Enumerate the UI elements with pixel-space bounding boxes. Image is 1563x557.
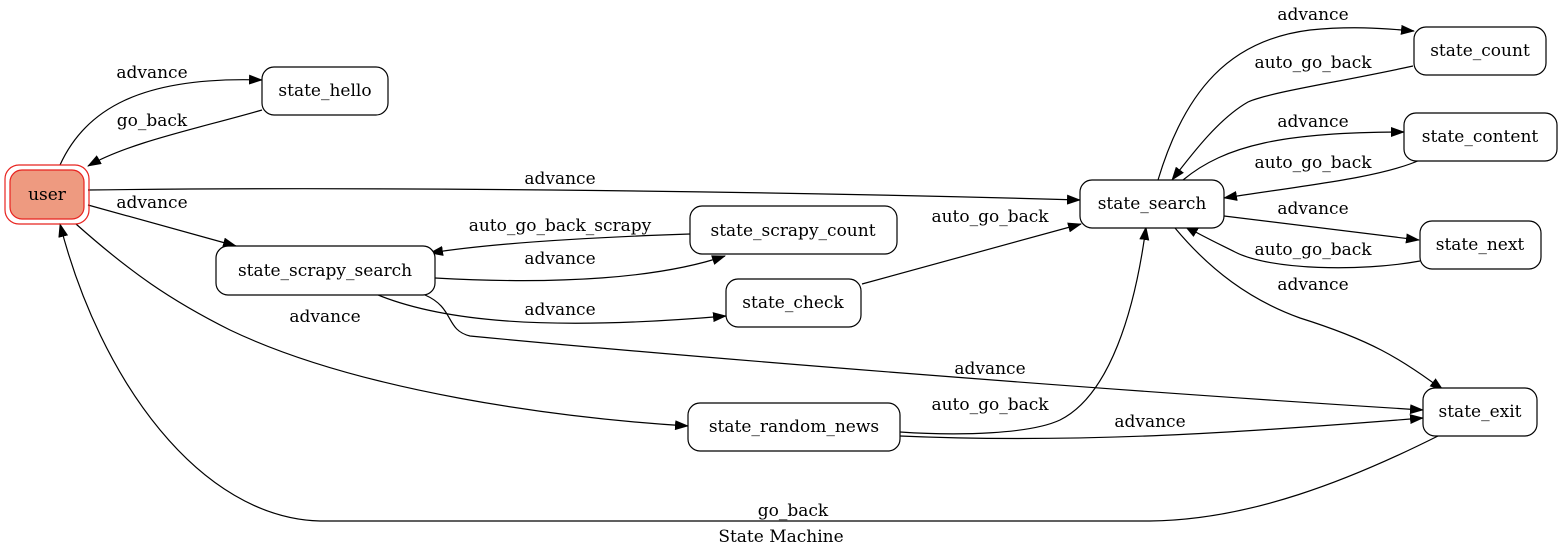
edge-user-to-state-scrapy-search: advance [87,193,237,248]
edge-label: advance [1114,412,1185,432]
node-label: state_next [1436,235,1525,255]
edge-path [1223,215,1420,244]
edge-path [87,204,237,248]
edge-path [1174,227,1444,391]
node-outer-ring [4,164,90,225]
edge-label: advance [524,300,595,320]
edge-label: advance [289,307,360,327]
node-box [1419,220,1542,270]
node-box [689,205,898,255]
node-state-hello: state_hello [261,66,389,116]
edge-label: auto_go_back [1254,240,1372,260]
node-box [1413,26,1547,76]
node-state-next: state_next [1419,220,1542,270]
edge-label: advance [1277,199,1348,219]
node-box [1079,179,1225,229]
node-label: state_scrapy_count [710,221,875,241]
edge-path [87,109,263,167]
node-state-scrapy-search: state_scrapy_search [215,245,436,296]
edge-label: auto_go_back [931,395,1049,415]
edge-path [429,233,691,256]
edge-label: advance [1277,5,1348,25]
edge-label: auto_go_back [1254,53,1372,73]
edge-label: advance [1277,112,1348,132]
edge-state-random-news-to-state-exit: advance [899,412,1424,440]
edge-path [1182,127,1405,181]
edge-path [75,223,689,431]
node-label: state_random_news [709,417,879,437]
node-state-count: state_count [1413,26,1547,76]
node-state-check: state_check [725,278,862,328]
edge-label: advance [954,359,1025,379]
node-user: user [4,164,90,225]
node-box [1403,112,1558,162]
edge-state-search-to-state-next: advance [1223,199,1420,244]
edge-path [1223,159,1421,201]
edge-user-to-state-hello: advance [59,63,263,166]
edge-user-to-state-random-news: advance [75,223,689,431]
edge-label: go_back [758,501,829,521]
edge-label: go_back [117,111,188,131]
edge-path [861,222,1082,285]
node-state-search: state_search [1079,179,1225,229]
edge-path [59,74,263,166]
node-label: user [28,185,67,205]
edge-path [87,188,1081,205]
edge-path [899,226,1150,435]
edge-path [377,294,727,324]
node-label: state_hello [278,81,371,101]
edge-path [424,294,1424,415]
edge-state-scrapy-search-to-state-scrapy-count: advance [434,249,726,282]
edge-path [1171,65,1414,181]
edge-path [899,414,1424,440]
edge-state-content-to-state-search: auto_go_back [1223,153,1421,201]
edge-state-scrapy-search-to-state-check: advance [377,294,727,324]
node-box [725,278,862,328]
edge-state-search-to-state-content: advance [1182,112,1405,181]
node-box [1422,387,1538,437]
edge-label: advance [116,63,187,83]
edge-state-count-to-state-search: auto_go_back [1171,53,1414,181]
node-label: state_check [742,293,844,313]
edge-user-to-state-search: advance [87,169,1081,205]
edge-label: auto_go_back_scrapy [469,216,652,236]
edge-path [58,223,1439,522]
edge-label: auto_go_back [931,207,1049,227]
edge-state-search-to-state-count: advance [1157,5,1415,181]
edge-state-random-news-to-state-search: auto_go_back [899,226,1150,435]
node-state-content: state_content [1403,112,1558,162]
node-label: state_search [1098,194,1207,214]
edge-label: advance [524,169,595,189]
node-label: state_exit [1439,402,1522,422]
edge-state-check-to-state-search: auto_go_back [861,207,1082,285]
diagram-caption: State Machine [718,527,843,547]
edge-label: auto_go_back [1254,153,1372,173]
edge-state-next-to-state-search: auto_go_back [1184,225,1421,269]
edge-state-scrapy-search-to-state-exit: advance [424,294,1424,415]
edge-path [1184,225,1421,269]
node-box [687,402,901,452]
node-state-scrapy-count: state_scrapy_count [689,205,898,255]
node-label: state_content [1422,127,1539,147]
edge-label: advance [524,249,595,269]
node-label: state_count [1430,41,1530,61]
edge-label: advance [116,193,187,213]
node-box [215,245,436,296]
node-state-exit: state_exit [1422,387,1538,437]
edge-path [434,255,726,282]
edge-state-scrapy-count-to-state-scrapy-search: auto_go_back_scrapy [429,216,691,256]
edge-state-search-to-state-exit: advance [1174,227,1444,391]
node-label: state_scrapy_search [238,261,412,281]
edge-state-exit-to-user: go_back [58,223,1439,522]
edge-state-hello-to-user: go_back [87,109,263,167]
node-state-random-news: state_random_news [687,402,901,452]
edge-label: advance [1277,275,1348,295]
node-box [261,66,389,116]
node-box [9,169,85,220]
edge-path [1157,24,1415,181]
